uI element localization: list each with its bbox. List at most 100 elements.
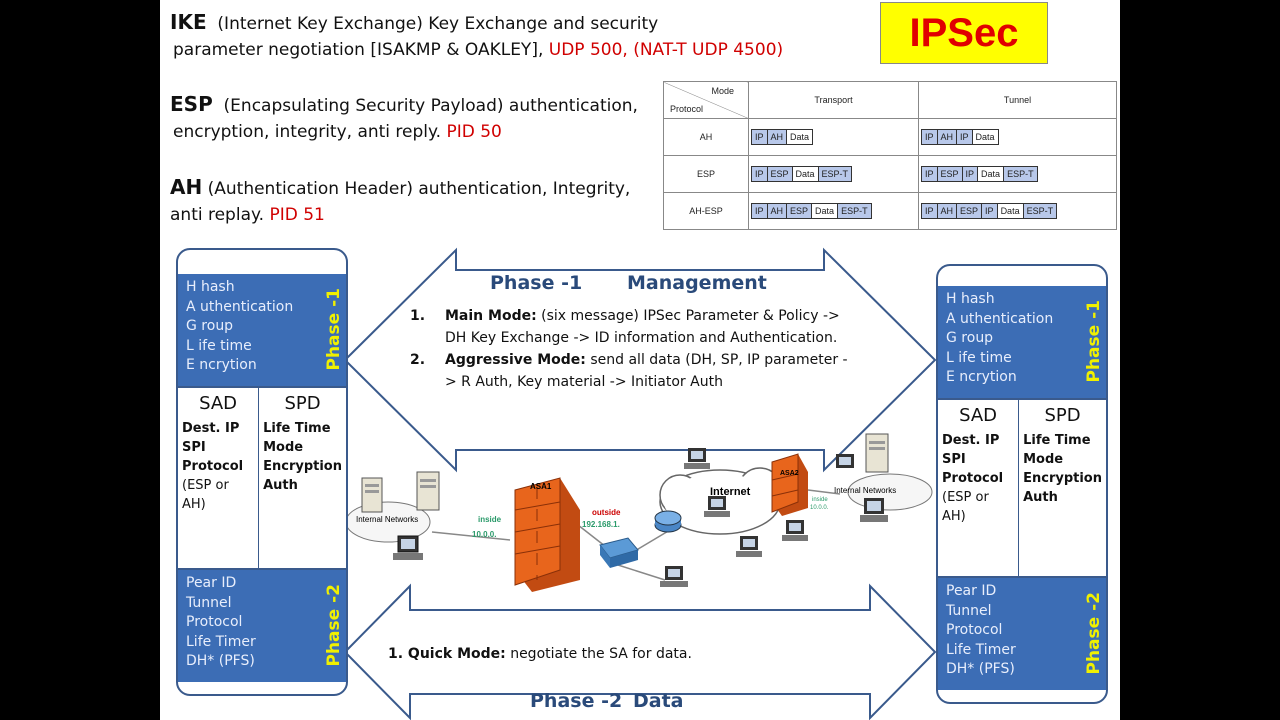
- phase2-title: Phase -2: [530, 690, 623, 712]
- phase2-attribute: Tunnel: [946, 602, 992, 619]
- corner-protocol-label: Protocol: [670, 104, 704, 114]
- label-inside-ip: 10.0.0.: [472, 530, 497, 539]
- sad-field: SPI: [942, 452, 966, 467]
- asa1-firewall-icon: [514, 477, 580, 592]
- sad-field: Protocol: [942, 471, 1004, 486]
- packet-field: IP: [751, 166, 768, 182]
- label-internet: Internet: [710, 486, 751, 498]
- packet-field: ESP-T: [1003, 166, 1038, 182]
- server-icon-left-2: [416, 471, 440, 511]
- phase1-attribute: G roup: [946, 330, 994, 346]
- link-asa2-inside: [807, 489, 841, 495]
- phase1-attribute: L ife time: [946, 349, 1012, 366]
- aggressive-mode-label: Aggressive Mode:: [445, 352, 586, 368]
- corner-mode-label: Mode: [711, 86, 734, 96]
- pc-icon-internet-3: [736, 536, 762, 557]
- phase1-title: Phase -1: [490, 272, 583, 294]
- packet-field: IP: [921, 129, 938, 145]
- ah-definition: AH (Authentication Header) authenticatio…: [170, 174, 630, 228]
- packet-field: ESP: [766, 166, 793, 182]
- pc-icon-internet-4: [782, 520, 808, 541]
- phase2-attribute: Pear ID: [186, 575, 237, 591]
- sad-note: (ESP or: [182, 478, 229, 493]
- packet-field: IP: [921, 166, 938, 182]
- ike-abbr: IKE: [170, 10, 207, 34]
- phase2-attribute: Tunnel: [186, 594, 232, 611]
- sad-field: SPI: [182, 440, 206, 455]
- esp-definition: ESP (Encapsulating Security Payload) aut…: [170, 91, 638, 145]
- router-icon: [654, 510, 682, 533]
- server-icon-left-1: [361, 477, 383, 513]
- packet-field: Data: [791, 166, 819, 182]
- ike-definition: IKE (Internet Key Exchange) Key Exchange…: [170, 9, 783, 63]
- right-sad-title: SAD: [959, 405, 998, 426]
- spd-field: Auth: [263, 478, 298, 493]
- left-phase2-label: Phase -2: [323, 584, 344, 667]
- esp-abbr: ESP: [170, 92, 213, 116]
- packet-field: Data: [996, 203, 1024, 219]
- ah-line1: (Authentication Header) authentication, …: [207, 179, 631, 199]
- pc-icon-middle: [660, 566, 688, 587]
- phase1-attribute: E ncrytion: [186, 357, 257, 373]
- sad-field: Dest. IP: [942, 433, 1000, 448]
- packet-field: Data: [786, 129, 814, 145]
- right-spd-title: SPD: [1044, 405, 1081, 426]
- pc-icon-internet-1: [684, 448, 710, 469]
- phase2-attribute: DH* (PFS): [186, 653, 255, 669]
- protocol-name-cell: AH: [663, 118, 749, 156]
- spd-field: Life Time: [263, 421, 331, 436]
- right-sad-bold-list: Dest. IP SPI Protocol: [942, 431, 1014, 488]
- packet-field: IP: [961, 166, 979, 182]
- main-mode-label: Main Mode:: [445, 308, 537, 324]
- protocol-name-cell: ESP: [663, 155, 749, 193]
- main-mode-text: (six message) IPSec Parameter & Policy -…: [536, 308, 840, 324]
- diagram-graphics: [343, 247, 937, 720]
- table-corner-cell: Mode Protocol: [663, 81, 749, 119]
- sad-note: (ESP or: [942, 490, 989, 505]
- right-phase2-label: Phase -2: [1083, 592, 1104, 675]
- spd-field: Life Time: [1023, 433, 1091, 448]
- packet-field: IP: [751, 203, 768, 219]
- main-mode-text-2: DH Key Exchange -> ID information and Au…: [445, 330, 838, 346]
- spd-field: Mode: [263, 440, 304, 455]
- label-outside: outside: [592, 508, 621, 517]
- spd-field: Mode: [1023, 452, 1064, 467]
- sad-note: AH): [182, 497, 206, 512]
- packet-field: IP: [921, 203, 938, 219]
- ike-line2: parameter negotiation [ISAKMP & OAKLEY],: [173, 40, 549, 60]
- phase1-attribute: L ife time: [186, 337, 252, 354]
- phase1-item2-num: 2.: [410, 352, 426, 368]
- pc-icon-right: [860, 498, 888, 522]
- quick-mode-label: 1. Quick Mode:: [388, 646, 506, 662]
- packet-field: AH: [766, 203, 788, 219]
- protocol-name-cell: AH-ESP: [663, 192, 749, 230]
- packet-field: ESP-T: [837, 203, 872, 219]
- spd-field: Encryption: [263, 459, 342, 474]
- phase1-attribute: A uthentication: [946, 310, 1054, 327]
- sad-note: AH): [942, 509, 966, 524]
- phase1-mode-list: 1. Main Mode: (six message) IPSec Parame…: [410, 305, 848, 393]
- packet-field: IP: [956, 129, 973, 145]
- phase1-management-title: Management: [627, 272, 767, 294]
